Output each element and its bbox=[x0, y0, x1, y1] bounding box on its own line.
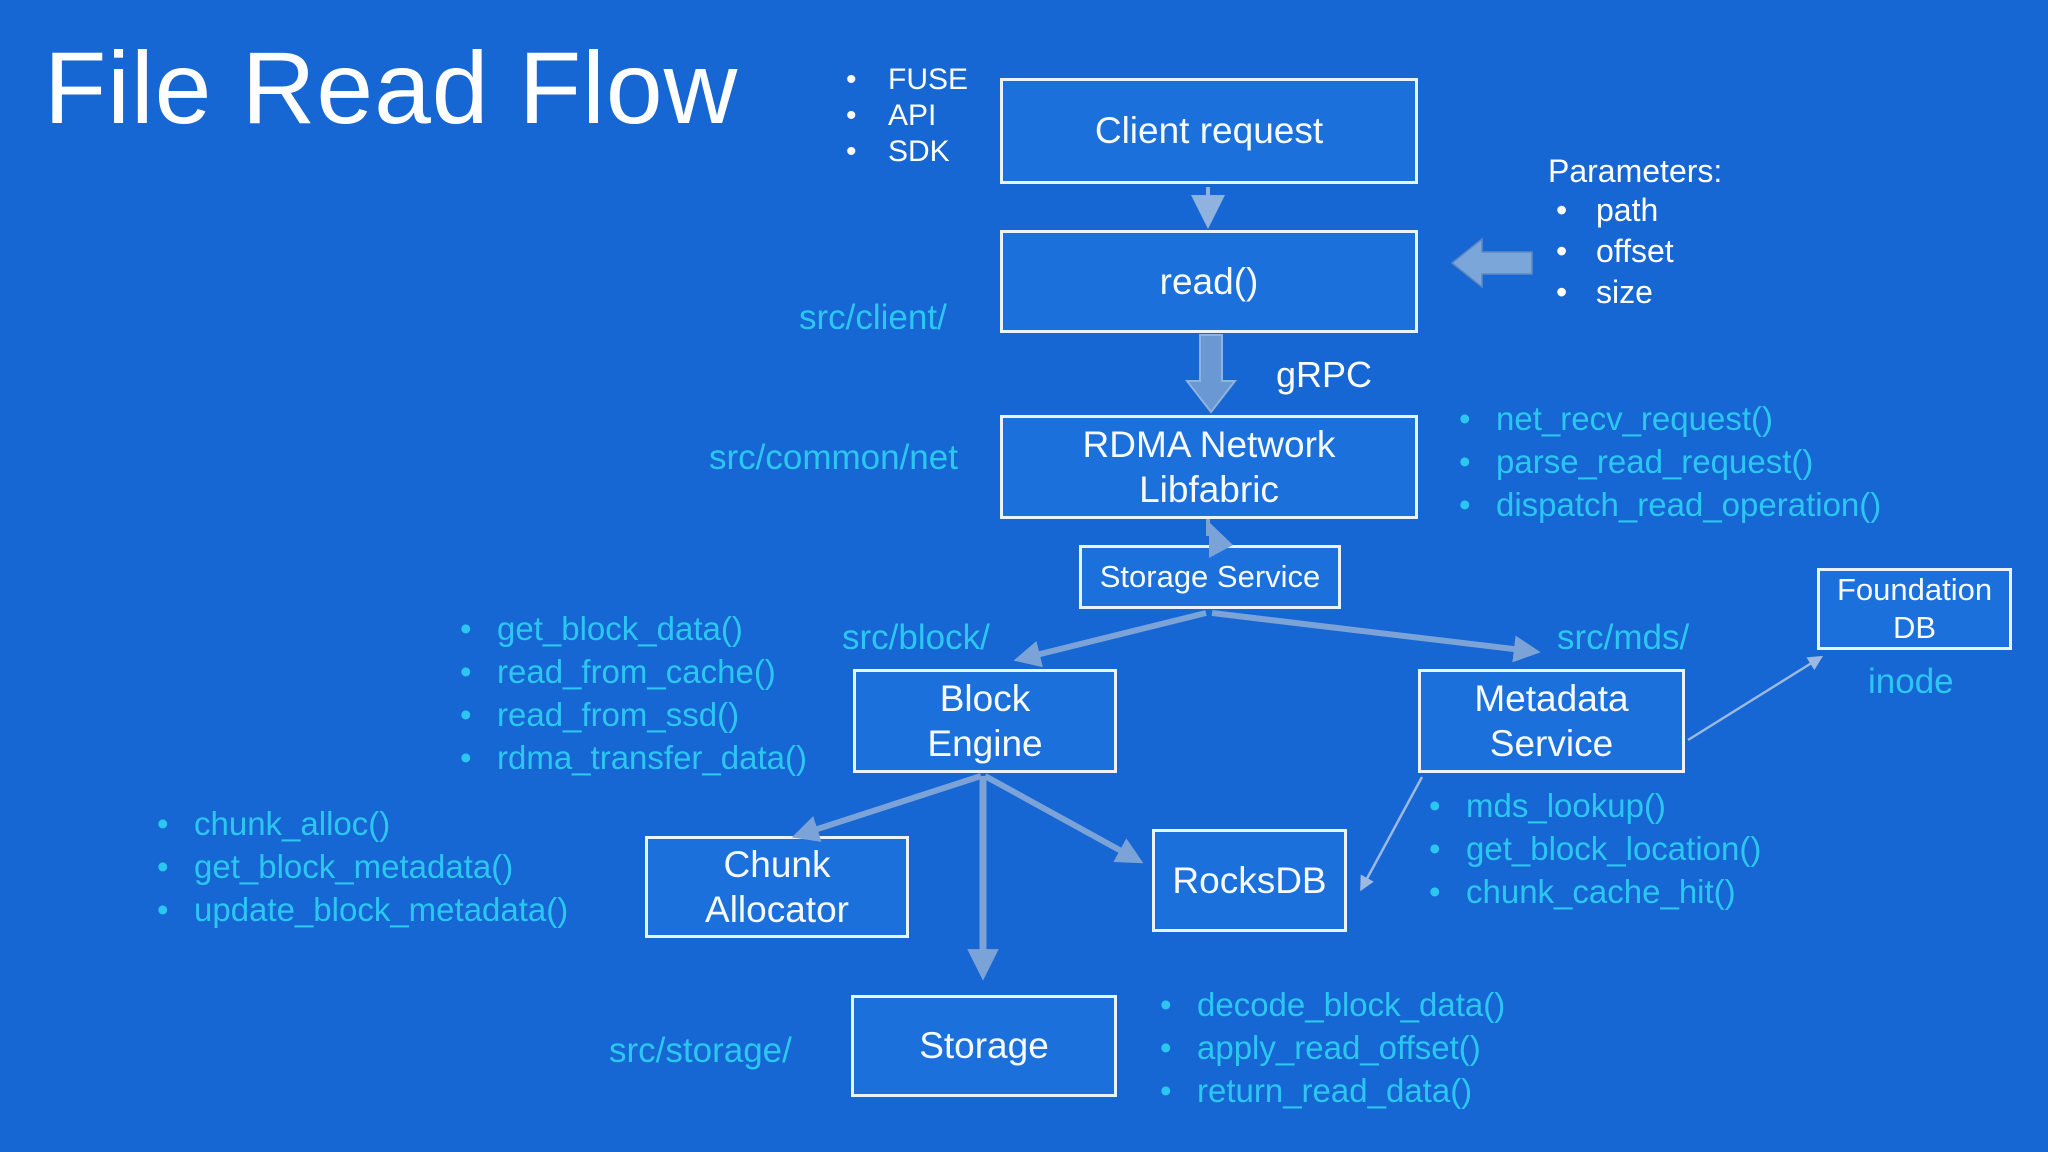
path-label-src-client: src/client/ bbox=[799, 298, 947, 337]
node-chunk-allocator: Chunk Allocator bbox=[645, 836, 909, 938]
list-item: API bbox=[846, 98, 968, 134]
list-item: update_block_metadata() bbox=[157, 888, 568, 931]
list-item: offset bbox=[1548, 231, 1722, 272]
list-item: size bbox=[1548, 272, 1722, 313]
list-item: chunk_alloc() bbox=[157, 802, 568, 845]
node-label: Client request bbox=[1094, 110, 1324, 152]
node-label: Storage bbox=[919, 1025, 1049, 1067]
node-label-line: Service bbox=[1489, 723, 1614, 764]
list-item: SDK bbox=[846, 134, 968, 170]
arrow-storage-service-to-block-engine bbox=[1013, 610, 1207, 668]
list-item: dispatch_read_operation() bbox=[1459, 483, 1881, 526]
node-label-line: Chunk bbox=[723, 843, 831, 885]
chunk-functions-list: chunk_alloc() get_block_metadata() updat… bbox=[157, 802, 568, 931]
client-interfaces-list: FUSE API SDK bbox=[846, 62, 968, 170]
net-functions-list: net_recv_request() parse_read_request() … bbox=[1459, 397, 1881, 526]
node-label-line: DB bbox=[1892, 610, 1937, 645]
list-item: decode_block_data() bbox=[1160, 983, 1505, 1026]
path-label-src-common-net: src/common/net bbox=[709, 438, 958, 477]
node-label-line: RDMA Network bbox=[1082, 423, 1336, 465]
list-item: mds_lookup() bbox=[1429, 784, 1761, 827]
arrow-block-engine-to-chunk-allocator bbox=[791, 773, 982, 842]
page-title: File Read Flow bbox=[44, 31, 739, 145]
list-item: rdma_transfer_data() bbox=[460, 736, 807, 779]
list-item: return_read_data() bbox=[1160, 1069, 1505, 1112]
node-rocksdb: RocksDB bbox=[1152, 829, 1347, 932]
list-item: net_recv_request() bbox=[1459, 397, 1881, 440]
node-label-line: Metadata bbox=[1474, 677, 1629, 719]
arrow-storage-service-to-metadata-service bbox=[1211, 610, 1541, 663]
node-metadata-service: Metadata Service bbox=[1418, 669, 1685, 773]
list-item: FUSE bbox=[846, 62, 968, 98]
node-storage-service: Storage Service bbox=[1079, 545, 1341, 609]
node-storage: Storage bbox=[851, 995, 1117, 1097]
arrow-block-engine-to-rocksdb bbox=[983, 773, 1144, 864]
node-label: read() bbox=[1159, 260, 1259, 302]
parameters-title: Parameters: bbox=[1548, 153, 1723, 189]
arrow-metadata-to-foundation-db bbox=[1687, 655, 1824, 742]
path-label-src-mds: src/mds/ bbox=[1557, 618, 1690, 657]
path-label-src-block: src/block/ bbox=[842, 618, 990, 657]
list-item: read_from_ssd() bbox=[460, 693, 807, 736]
arrow-metadata-to-rocksdb bbox=[1360, 776, 1424, 892]
node-rdma-network: RDMA Network Libfabric bbox=[1000, 415, 1418, 519]
list-item: chunk_cache_hit() bbox=[1429, 870, 1761, 913]
path-label-inode: inode bbox=[1868, 662, 1954, 701]
node-foundation-db: Foundation DB bbox=[1817, 568, 2012, 650]
list-item: path bbox=[1548, 190, 1722, 231]
node-label-line: Foundation bbox=[1836, 572, 1993, 608]
node-label: RocksDB bbox=[1172, 859, 1327, 901]
list-item: get_block_data() bbox=[460, 607, 807, 650]
list-item: parse_read_request() bbox=[1459, 440, 1881, 483]
node-client-request: Client request bbox=[1000, 78, 1418, 184]
node-label-line: Libfabric bbox=[1139, 469, 1279, 510]
storage-functions-list: decode_block_data() apply_read_offset() … bbox=[1160, 983, 1505, 1112]
parameters-list: Parameters: path offset size bbox=[1548, 152, 1722, 313]
arrow-parameters-to-read bbox=[1450, 237, 1533, 289]
path-label-src-storage: src/storage/ bbox=[609, 1031, 792, 1070]
list-item: get_block_metadata() bbox=[157, 845, 568, 888]
block-functions-list: get_block_data() read_from_cache() read_… bbox=[460, 607, 807, 779]
arrow-grpc-thick bbox=[1184, 334, 1238, 414]
edge-label-grpc: gRPC bbox=[1276, 354, 1373, 395]
mds-functions-list: mds_lookup() get_block_location() chunk_… bbox=[1429, 784, 1761, 913]
node-label-line: Engine bbox=[927, 723, 1043, 764]
node-label-line: Allocator bbox=[705, 889, 849, 930]
node-label: Storage Service bbox=[1099, 559, 1321, 595]
list-item: get_block_location() bbox=[1429, 827, 1761, 870]
list-item: apply_read_offset() bbox=[1160, 1026, 1505, 1069]
list-item: read_from_cache() bbox=[460, 650, 807, 693]
node-read: read() bbox=[1000, 230, 1418, 333]
arrow-client-to-read bbox=[1191, 187, 1225, 229]
node-block-engine: Block Engine bbox=[853, 669, 1117, 773]
node-label-line: Block bbox=[939, 677, 1031, 719]
